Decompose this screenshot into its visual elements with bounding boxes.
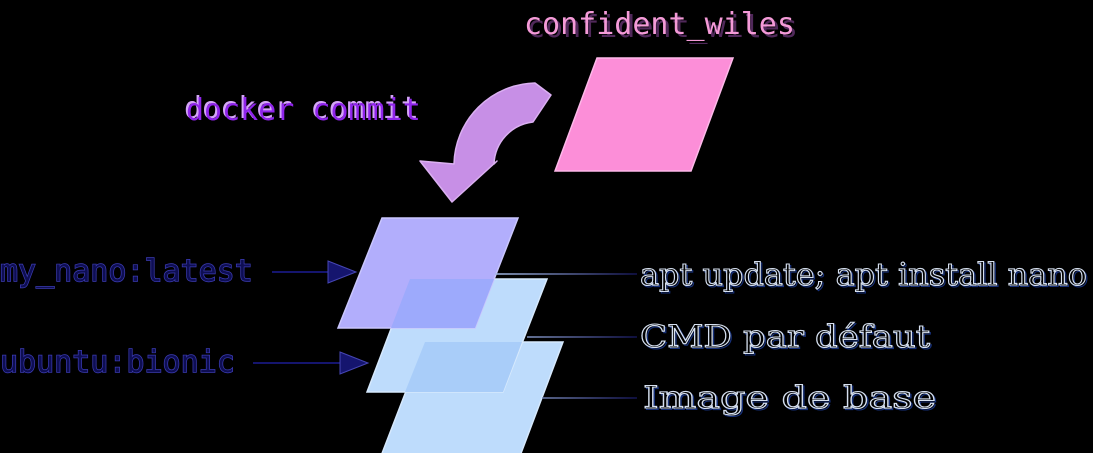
container-shape <box>553 57 735 172</box>
layer-overlap-middle-base <box>405 342 522 392</box>
container-label-shadow: confident_wiles <box>527 10 798 45</box>
annotation-label-base-shadow: Image de base <box>645 382 938 418</box>
commit-arrow-icon <box>419 82 552 203</box>
annotation-label-base: Image de base <box>643 380 936 416</box>
command-label: docker commit <box>186 93 421 128</box>
container-label: confident_wiles <box>524 7 795 42</box>
annotation-label-cmd-shadow: CMD par défaut <box>642 321 933 357</box>
tag-label-ubuntu: ubuntu:bionic <box>0 345 235 380</box>
annotation-label-nano: apt update; apt install nano <box>640 257 1087 293</box>
annotation-label-nano-shadow: apt update; apt install nano <box>642 259 1089 295</box>
layer-overlap-top-middle <box>391 279 494 328</box>
annotation-label-cmd: CMD par défaut <box>640 319 931 355</box>
tag-arrowhead-my-nano <box>327 260 358 284</box>
tag-arrowhead-ubuntu <box>339 351 370 375</box>
tag-label-my-nano: my_nano:latest <box>0 254 253 289</box>
command-label-highlight: docker commit <box>184 91 419 126</box>
